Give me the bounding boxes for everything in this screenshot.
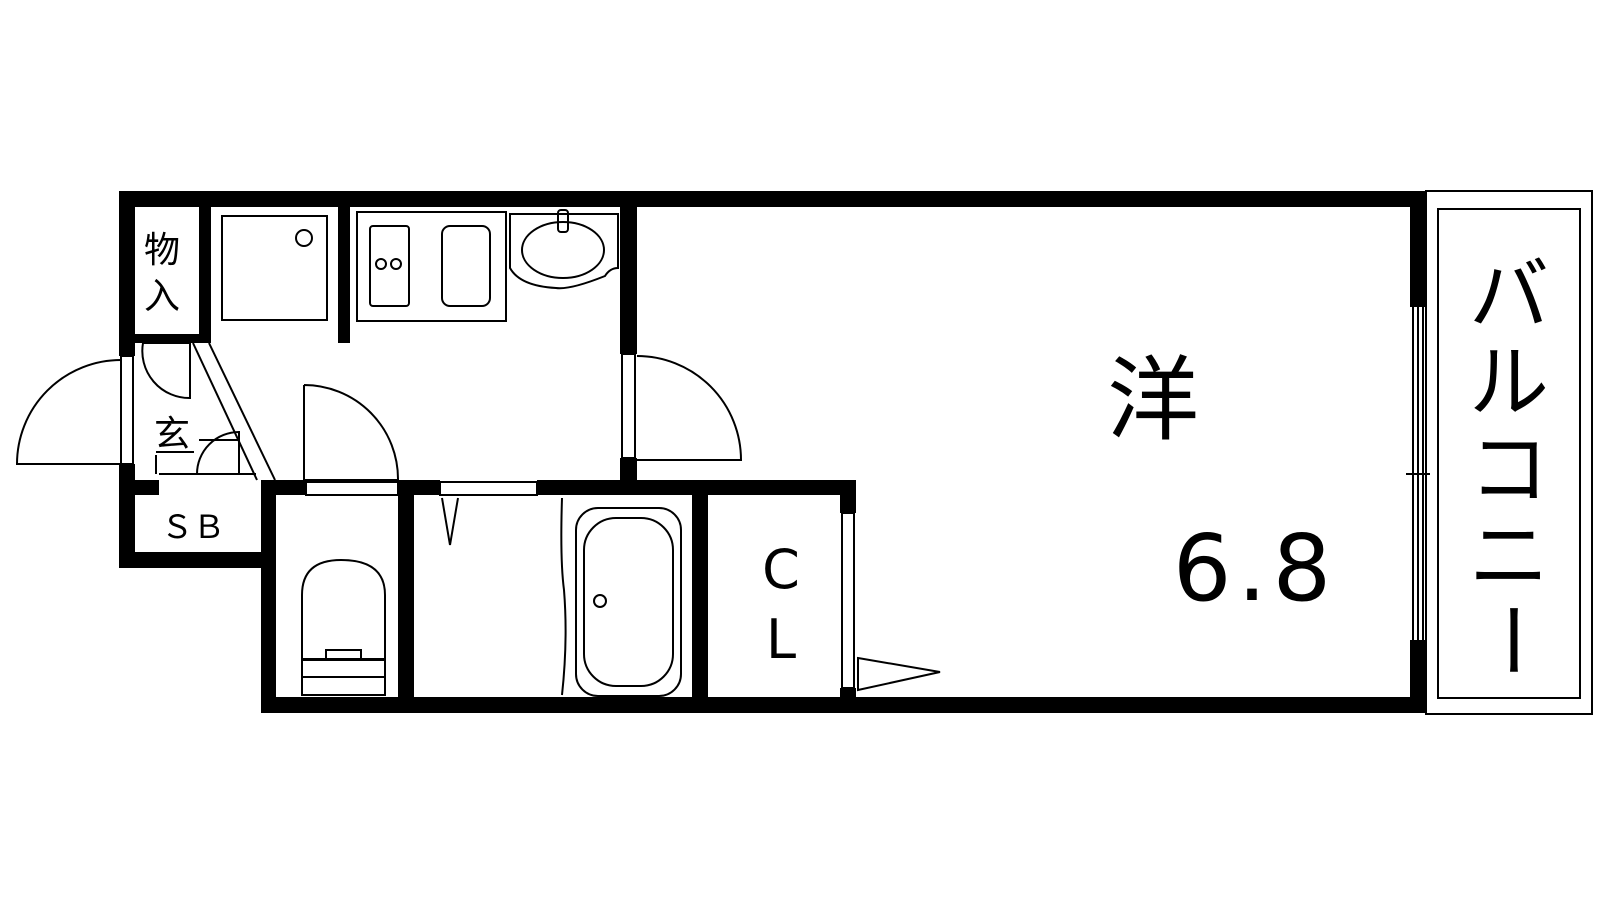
room-door: [636, 355, 743, 461]
balcony-char-2: ル: [1469, 336, 1549, 429]
washing-machine-space: [221, 215, 328, 321]
shoe-box-label: ＳＢ: [161, 508, 225, 546]
room-labels: 物 入 玄 ＳＢ 洋 6.8 C L バ ル コ ニ ー: [144, 230, 1557, 680]
western-room-size: 6.8: [1173, 515, 1337, 622]
bathtub: [441, 497, 682, 697]
balcony-label: バ ル コ ニ ー: [1464, 249, 1557, 680]
walls: [119, 191, 1426, 713]
western-room-label: 洋: [1107, 347, 1199, 454]
closet-label-line2: L: [766, 608, 796, 671]
balcony-char-4: ニ: [1469, 510, 1549, 603]
kitchen-counter: [356, 211, 507, 322]
entrance-label: 玄: [154, 414, 190, 455]
storage-label-line2: 入: [144, 276, 180, 317]
entrance-door: [15, 342, 240, 475]
balcony-char-5: ー: [1464, 600, 1557, 680]
balcony-char-3: コ: [1469, 423, 1549, 516]
toilet-door: [303, 384, 400, 481]
openings: [120, 307, 1430, 689]
wash-basin: [509, 209, 619, 290]
balcony: [1425, 190, 1593, 715]
storage-label-line1: 物: [144, 230, 180, 271]
balcony-char-1: バ: [1469, 249, 1549, 342]
closet-door: [857, 656, 941, 692]
toilet: [301, 558, 386, 696]
closet-label-line1: C: [762, 538, 800, 601]
entrance-step: [159, 342, 276, 481]
